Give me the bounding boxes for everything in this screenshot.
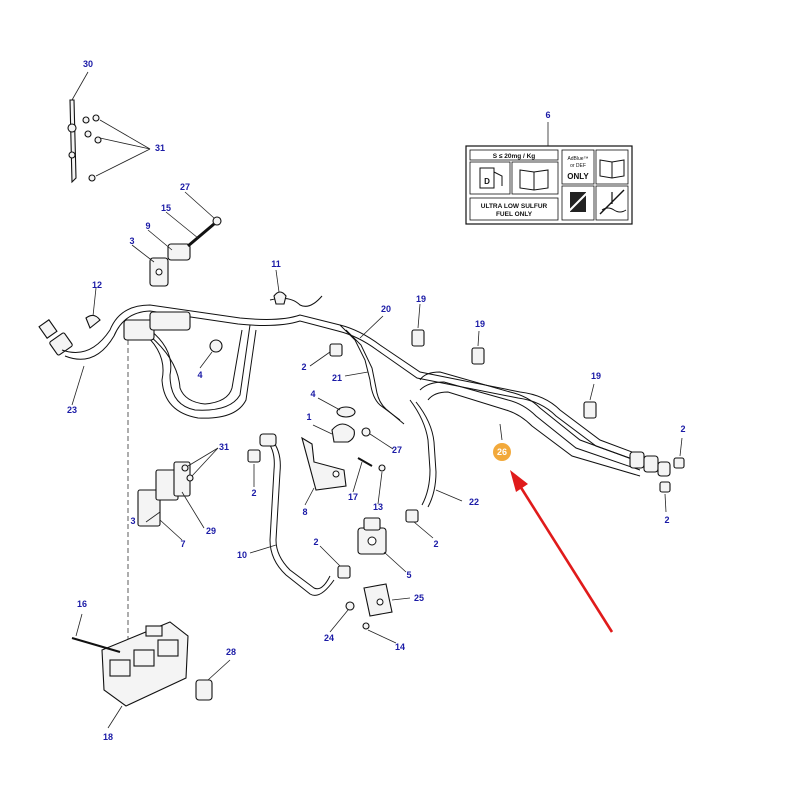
callout-28[interactable]: 28 (226, 647, 236, 657)
decal-def-only: ONLY (567, 172, 589, 181)
clip-19b (471, 347, 485, 365)
callout-31a[interactable]: 31 (155, 143, 165, 153)
callout-31b[interactable]: 31 (219, 442, 229, 452)
callout-29[interactable]: 29 (206, 526, 216, 536)
callout-2c[interactable]: 2 (664, 515, 669, 525)
callout-12[interactable]: 12 (92, 280, 102, 290)
nut-27b (361, 427, 371, 437)
pump-letter: D (484, 177, 490, 186)
callout-2a[interactable]: 2 (301, 362, 306, 372)
callout-13[interactable]: 13 (373, 502, 383, 512)
callout-30[interactable]: 30 (83, 59, 93, 69)
callout-19a[interactable]: 19 (416, 294, 426, 304)
clip-11 (273, 291, 287, 305)
clip-19c (583, 401, 597, 419)
connector-23 (38, 319, 73, 356)
bolt-13 (378, 464, 386, 472)
clamp-stack (137, 461, 194, 527)
callout-20[interactable]: 20 (381, 304, 391, 314)
hose-10 (259, 433, 335, 596)
decal-6: S ≤ 20mg / Kg D AdBlue™ or DEF ONLY (465, 145, 633, 225)
fuel-pump-icon: D (479, 167, 503, 189)
highlight-badge[interactable] (493, 443, 511, 461)
callout-24[interactable]: 24 (324, 633, 334, 643)
callout-10[interactable]: 10 (237, 550, 247, 560)
spacer-28 (195, 679, 213, 701)
callout-11[interactable]: 11 (271, 259, 281, 269)
no-water-icon (599, 189, 627, 215)
callout-27a[interactable]: 27 (180, 182, 190, 192)
fitting-2d (247, 449, 261, 463)
clamp-1 (331, 423, 355, 443)
decal-def-line2: or DEF (570, 163, 586, 169)
clamp-4b (336, 406, 356, 418)
callout-26: 26 (497, 447, 507, 457)
valve-5 (357, 517, 387, 555)
decal-fuel-line2: FUEL ONLY (496, 211, 533, 218)
callout-2d[interactable]: 2 (251, 488, 256, 498)
callout-3a[interactable]: 3 (129, 236, 134, 246)
callout-2f[interactable]: 2 (313, 537, 318, 547)
bracket-30 (67, 99, 102, 184)
callout-25[interactable]: 25 (414, 593, 424, 603)
callout-14[interactable]: 14 (395, 642, 405, 652)
screw-24 (345, 601, 355, 611)
callout-4a[interactable]: 4 (197, 370, 202, 380)
callout-15[interactable]: 15 (161, 203, 171, 213)
callout-19b[interactable]: 19 (475, 319, 485, 329)
red-arrow (510, 470, 614, 633)
bracket-25 (363, 583, 393, 617)
bolt-16 (71, 637, 121, 653)
no-pour-icon (565, 189, 591, 215)
callout-16[interactable]: 16 (77, 599, 87, 609)
callout-21[interactable]: 21 (332, 373, 342, 383)
fitting-2c (659, 481, 671, 493)
callout-18[interactable]: 18 (103, 732, 113, 742)
screw-14 (362, 622, 370, 630)
fitting-2f (337, 565, 351, 579)
clip-4a (209, 339, 223, 353)
callout-5[interactable]: 5 (406, 570, 411, 580)
clip-12 (85, 314, 101, 329)
decal-sulfur-text: S ≤ 20mg / Kg (493, 153, 536, 160)
fitting-2a (329, 343, 343, 357)
callout-22[interactable]: 22 (469, 497, 479, 507)
fitting-2e (405, 509, 419, 523)
clip-19a (411, 329, 425, 347)
callout-2b[interactable]: 2 (680, 424, 685, 434)
callout-6[interactable]: 6 (545, 110, 550, 120)
callout-4b[interactable]: 4 (310, 389, 315, 399)
decal-fuel-line1: ULTRA LOW SULFUR (481, 203, 548, 210)
callout-1[interactable]: 1 (306, 412, 311, 422)
callout-23[interactable]: 23 (67, 405, 77, 415)
harness-tubes (61, 295, 671, 508)
manifold-18 (101, 621, 189, 707)
callout-8[interactable]: 8 (302, 507, 307, 517)
manual-book-icon (599, 159, 625, 179)
callout-19c[interactable]: 19 (591, 371, 601, 381)
callout-27b[interactable]: 27 (392, 445, 402, 455)
manual-book-icon (519, 169, 549, 191)
clamp-assembly (149, 216, 222, 287)
bracket-8 (301, 436, 347, 491)
callout-17[interactable]: 17 (348, 492, 358, 502)
bolt-17 (357, 457, 373, 467)
callout-9[interactable]: 9 (145, 221, 150, 231)
callout-7[interactable]: 7 (180, 539, 185, 549)
fitting-2b (673, 457, 685, 469)
callout-2e[interactable]: 2 (433, 539, 438, 549)
callout-3b[interactable]: 3 (130, 516, 135, 526)
decal-def-line1: AdBlue™ (567, 156, 588, 162)
